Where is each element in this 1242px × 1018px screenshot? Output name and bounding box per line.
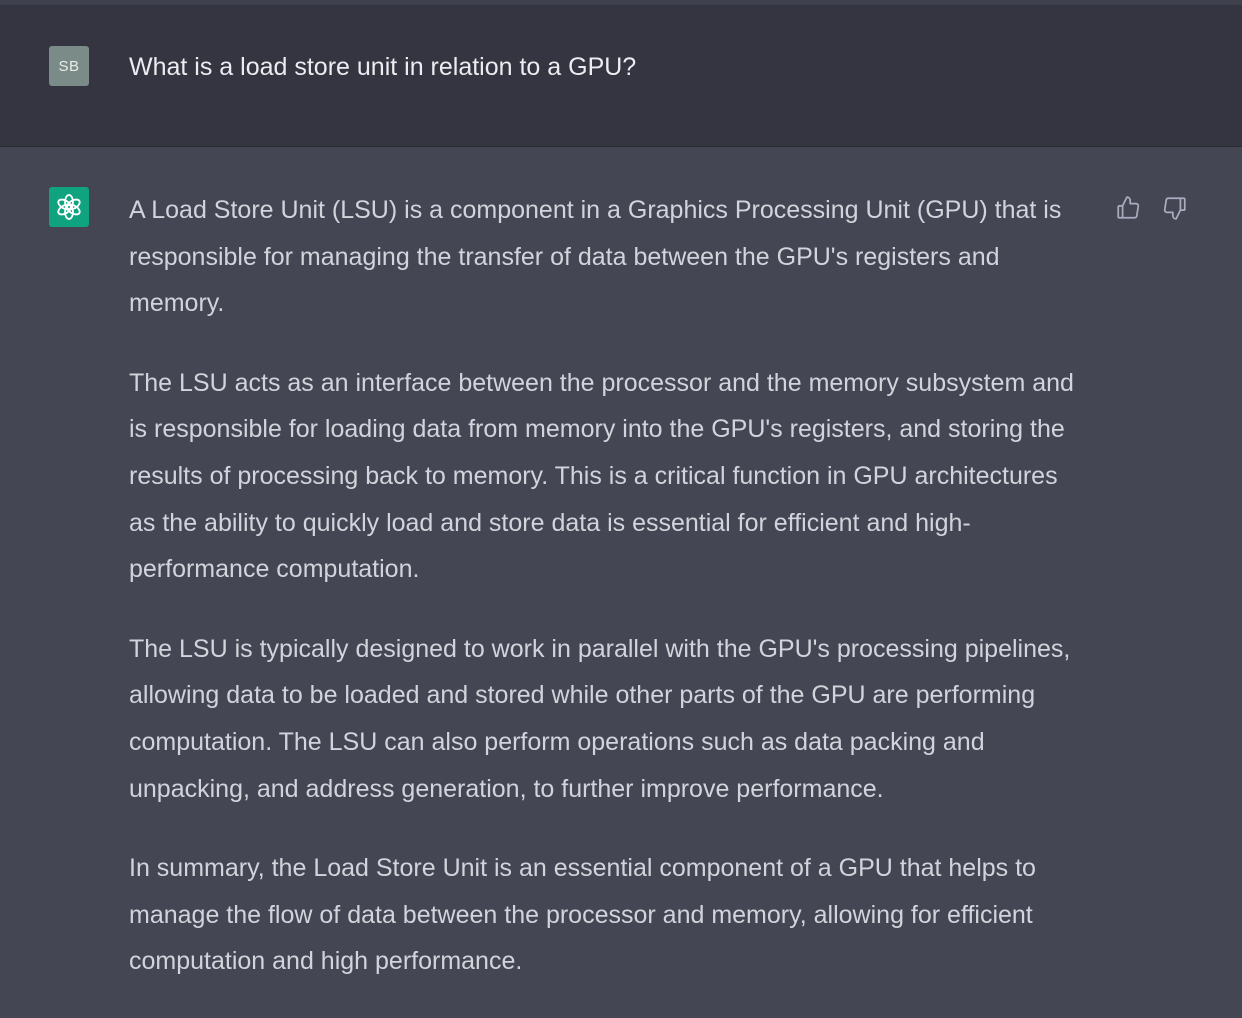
assistant-paragraph: The LSU acts as an interface between the… [129, 368, 1074, 584]
assistant-message-row: A Load Store Unit (LSU) is a component i… [0, 147, 1242, 1004]
assistant-paragraph: The LSU is typically designed to work in… [129, 634, 1071, 803]
thumbs-down-icon [1163, 197, 1186, 220]
user-message-row: SB What is a load store unit in relation… [0, 5, 1242, 147]
user-avatar: SB [49, 46, 89, 86]
openai-logo-svg [57, 194, 81, 220]
thumbs-down-button[interactable] [1161, 194, 1189, 222]
thumbs-up-icon [1117, 196, 1140, 219]
top-strip [0, 0, 1242, 5]
user-message-text: What is a load store unit in relation to… [129, 53, 637, 81]
thumbs-up-button[interactable] [1114, 194, 1142, 222]
assistant-paragraph: A Load Store Unit (LSU) is a component i… [129, 196, 1062, 318]
openai-logo-icon [49, 187, 89, 227]
assistant-message-body: A Load Store Unit (LSU) is a component i… [129, 187, 1089, 1018]
assistant-paragraph: In summary, the Load Store Unit is an es… [129, 854, 1036, 976]
